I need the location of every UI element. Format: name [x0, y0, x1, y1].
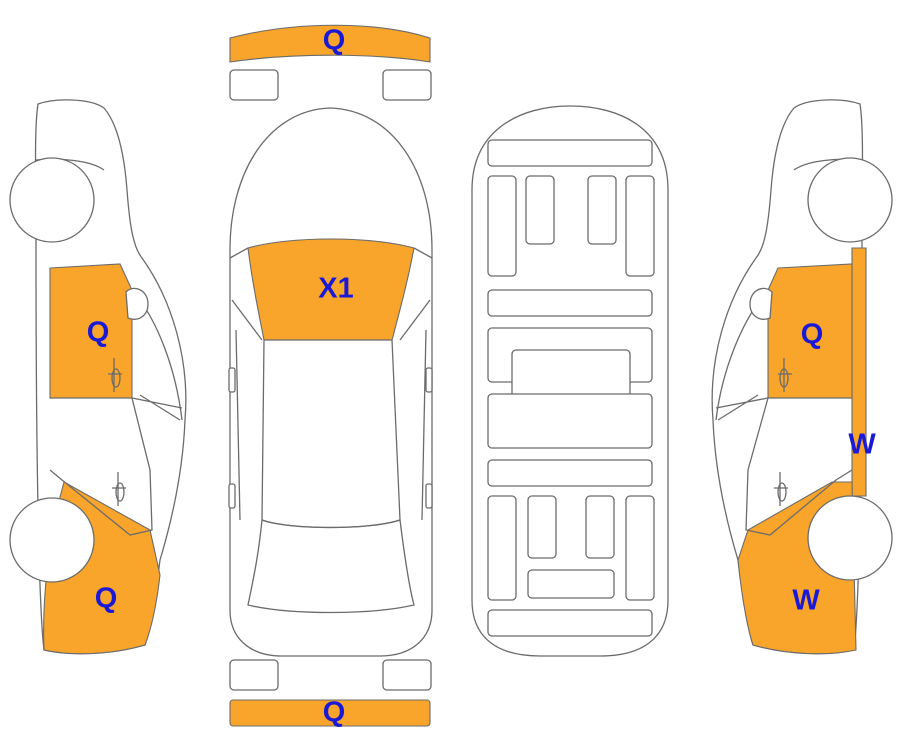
left-pillar-line: [229, 247, 263, 521]
left-rear-door-label: Q: [87, 317, 110, 349]
right-mirror-top: [425, 367, 433, 393]
right-rear-door-label: Q: [801, 319, 824, 351]
underbody-view: [471, 105, 669, 657]
rear-bumper-label: Q: [323, 697, 346, 729]
wheel-icon: [9, 157, 95, 243]
front-bumper-label: Q: [323, 25, 346, 57]
left-front-fender-label: Q: [95, 583, 118, 615]
underbody-panel-cross-front: [487, 289, 653, 317]
front-left-headlight: [229, 69, 279, 101]
front-bumper-panel: [229, 24, 431, 63]
underbody-panel-rl-inner: [527, 495, 557, 559]
right-side-view: Q W W: [711, 99, 893, 655]
underbody-panel-rl-rail: [487, 495, 517, 601]
front-right-headlight: [382, 69, 432, 101]
left-mirror-top: [228, 367, 236, 393]
right-handle-top: [425, 483, 433, 509]
windshield-panel: [247, 238, 415, 341]
underbody-panel-fr-rail: [625, 175, 655, 277]
right-mirror-outline: [749, 287, 773, 320]
right-side-strip-panel: [851, 247, 867, 497]
underbody-panel-rr-rail: [625, 495, 655, 601]
left-door-seam: [131, 394, 183, 421]
left-rear-door-panel: [49, 263, 133, 399]
rear-bumper-panel: [229, 699, 431, 727]
rear-left-taillight: [229, 659, 279, 691]
right-pillar-line: [399, 247, 433, 521]
underbody-panel-fr-inner: [587, 175, 617, 245]
underbody-panel-mid-right: [487, 393, 653, 449]
rear-right-taillight: [382, 659, 432, 691]
door-handle-icon: [777, 482, 787, 502]
right-door-seam: [715, 394, 769, 421]
underbody-panel-rear-bar: [487, 609, 653, 637]
top-view-body-outline: [229, 107, 433, 657]
underbody-panel-fl-rail: [487, 175, 517, 277]
left-handle-top: [228, 483, 236, 509]
underbody-panel-rr-inner: [585, 495, 615, 559]
right-front-fender-label: W: [792, 585, 820, 617]
underbody-panel-fl-inner: [525, 175, 555, 245]
door-handle-icon: [111, 368, 121, 388]
top-view: Q X1 Q: [228, 24, 433, 729]
windshield-label: X1: [318, 273, 353, 305]
underbody-panel-cross-rear: [487, 459, 653, 487]
wheel-icon: [807, 495, 893, 581]
door-handle-icon: [115, 482, 125, 502]
underbody-panel-rear-center: [527, 569, 615, 599]
wheel-icon: [9, 497, 95, 583]
door-handle-icon: [779, 368, 789, 388]
rear-window-outline: [247, 519, 415, 614]
right-side-strip-label: W: [848, 429, 876, 461]
left-mirror-outline: [125, 287, 149, 320]
left-side-view: Q Q: [9, 99, 187, 655]
wheel-icon: [807, 157, 893, 243]
underbody-panel-front-bar: [487, 139, 653, 167]
